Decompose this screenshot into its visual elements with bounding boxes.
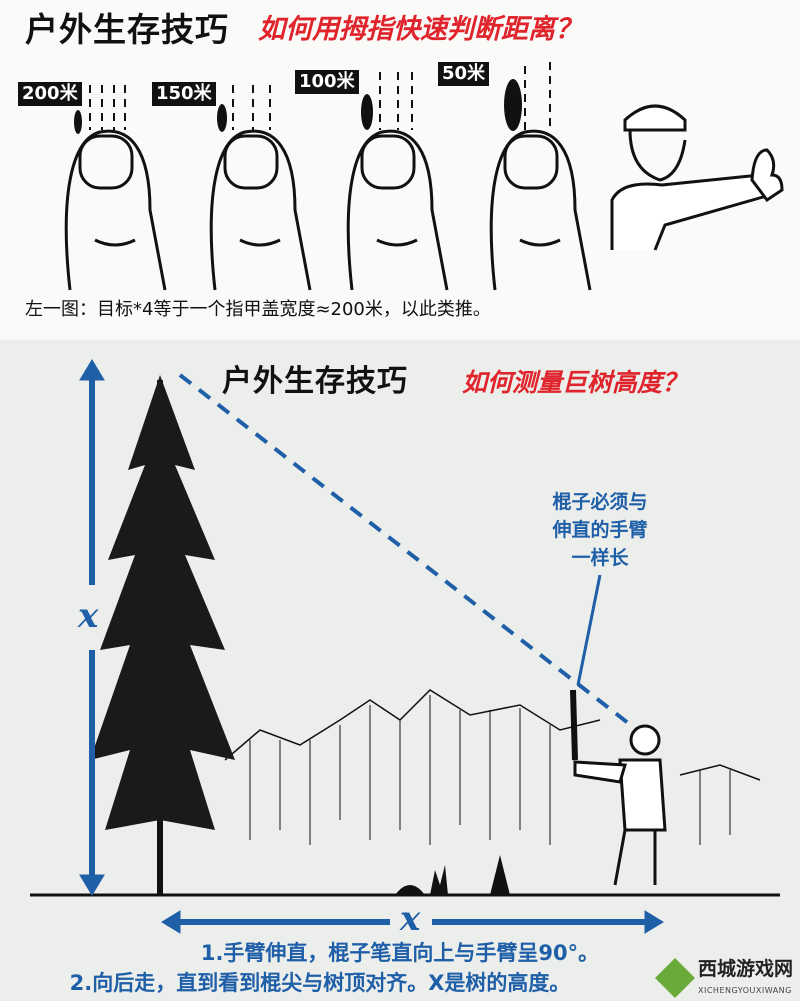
stick-note-line: 棍子必须与 — [552, 491, 648, 513]
sight-lines — [89, 62, 551, 130]
stick-note-line: 一样长 — [571, 547, 629, 569]
target-silhouettes — [74, 79, 522, 134]
soldier-illustration — [610, 104, 784, 251]
pine-tree — [90, 375, 235, 895]
height-label: x — [78, 596, 99, 636]
person-with-stick — [570, 689, 667, 886]
thumb-150m — [209, 129, 312, 291]
watermark-name: 西城游戏网 — [698, 958, 794, 980]
watermark-logo-icon — [655, 958, 695, 998]
bottom-subtitle: 如何测量巨树高度？ — [462, 368, 688, 397]
bottom-title: 户外生存技巧 — [222, 364, 408, 399]
stick-note: 棍子必须与 伸直的手臂 一样长 — [520, 488, 680, 572]
thumb-caption: 左一图：目标*4等于一个指甲盖宽度≈200米，以此类推。 — [25, 299, 491, 320]
stick-note-line: 伸直的手臂 — [552, 519, 648, 541]
shrubs — [395, 855, 510, 895]
distance-label: x — [400, 899, 421, 939]
top-subtitle: 如何用拇指快速判断距离？ — [258, 14, 582, 45]
vertical-height-arrow — [79, 359, 105, 896]
distance-label-200: 200米 — [18, 82, 82, 106]
top-title: 户外生存技巧 — [25, 10, 229, 49]
mountains — [224, 689, 761, 781]
step-2: 2.向后走，直到看到棍尖与树顶对齐。X是树的高度。 — [69, 971, 571, 995]
thumb-illustrations — [64, 129, 592, 291]
distance-label-100: 100米 — [295, 70, 359, 94]
step-1: 1.手臂伸直，棍子笔直向上与手臂呈90°。 — [200, 941, 600, 965]
note-pointer — [576, 574, 602, 686]
watermark-sub: XICHENGYOUXIWANG — [698, 986, 792, 995]
distance-label-150: 150米 — [152, 82, 216, 106]
mountain-hatching — [249, 695, 731, 845]
sight-line-dashed — [178, 373, 652, 742]
thumb-200m — [64, 129, 167, 291]
thumb-50m — [489, 129, 592, 291]
distance-label-50: 50米 — [438, 62, 490, 86]
horizontal-distance-arrow — [161, 910, 664, 934]
thumb-100m — [346, 129, 449, 291]
